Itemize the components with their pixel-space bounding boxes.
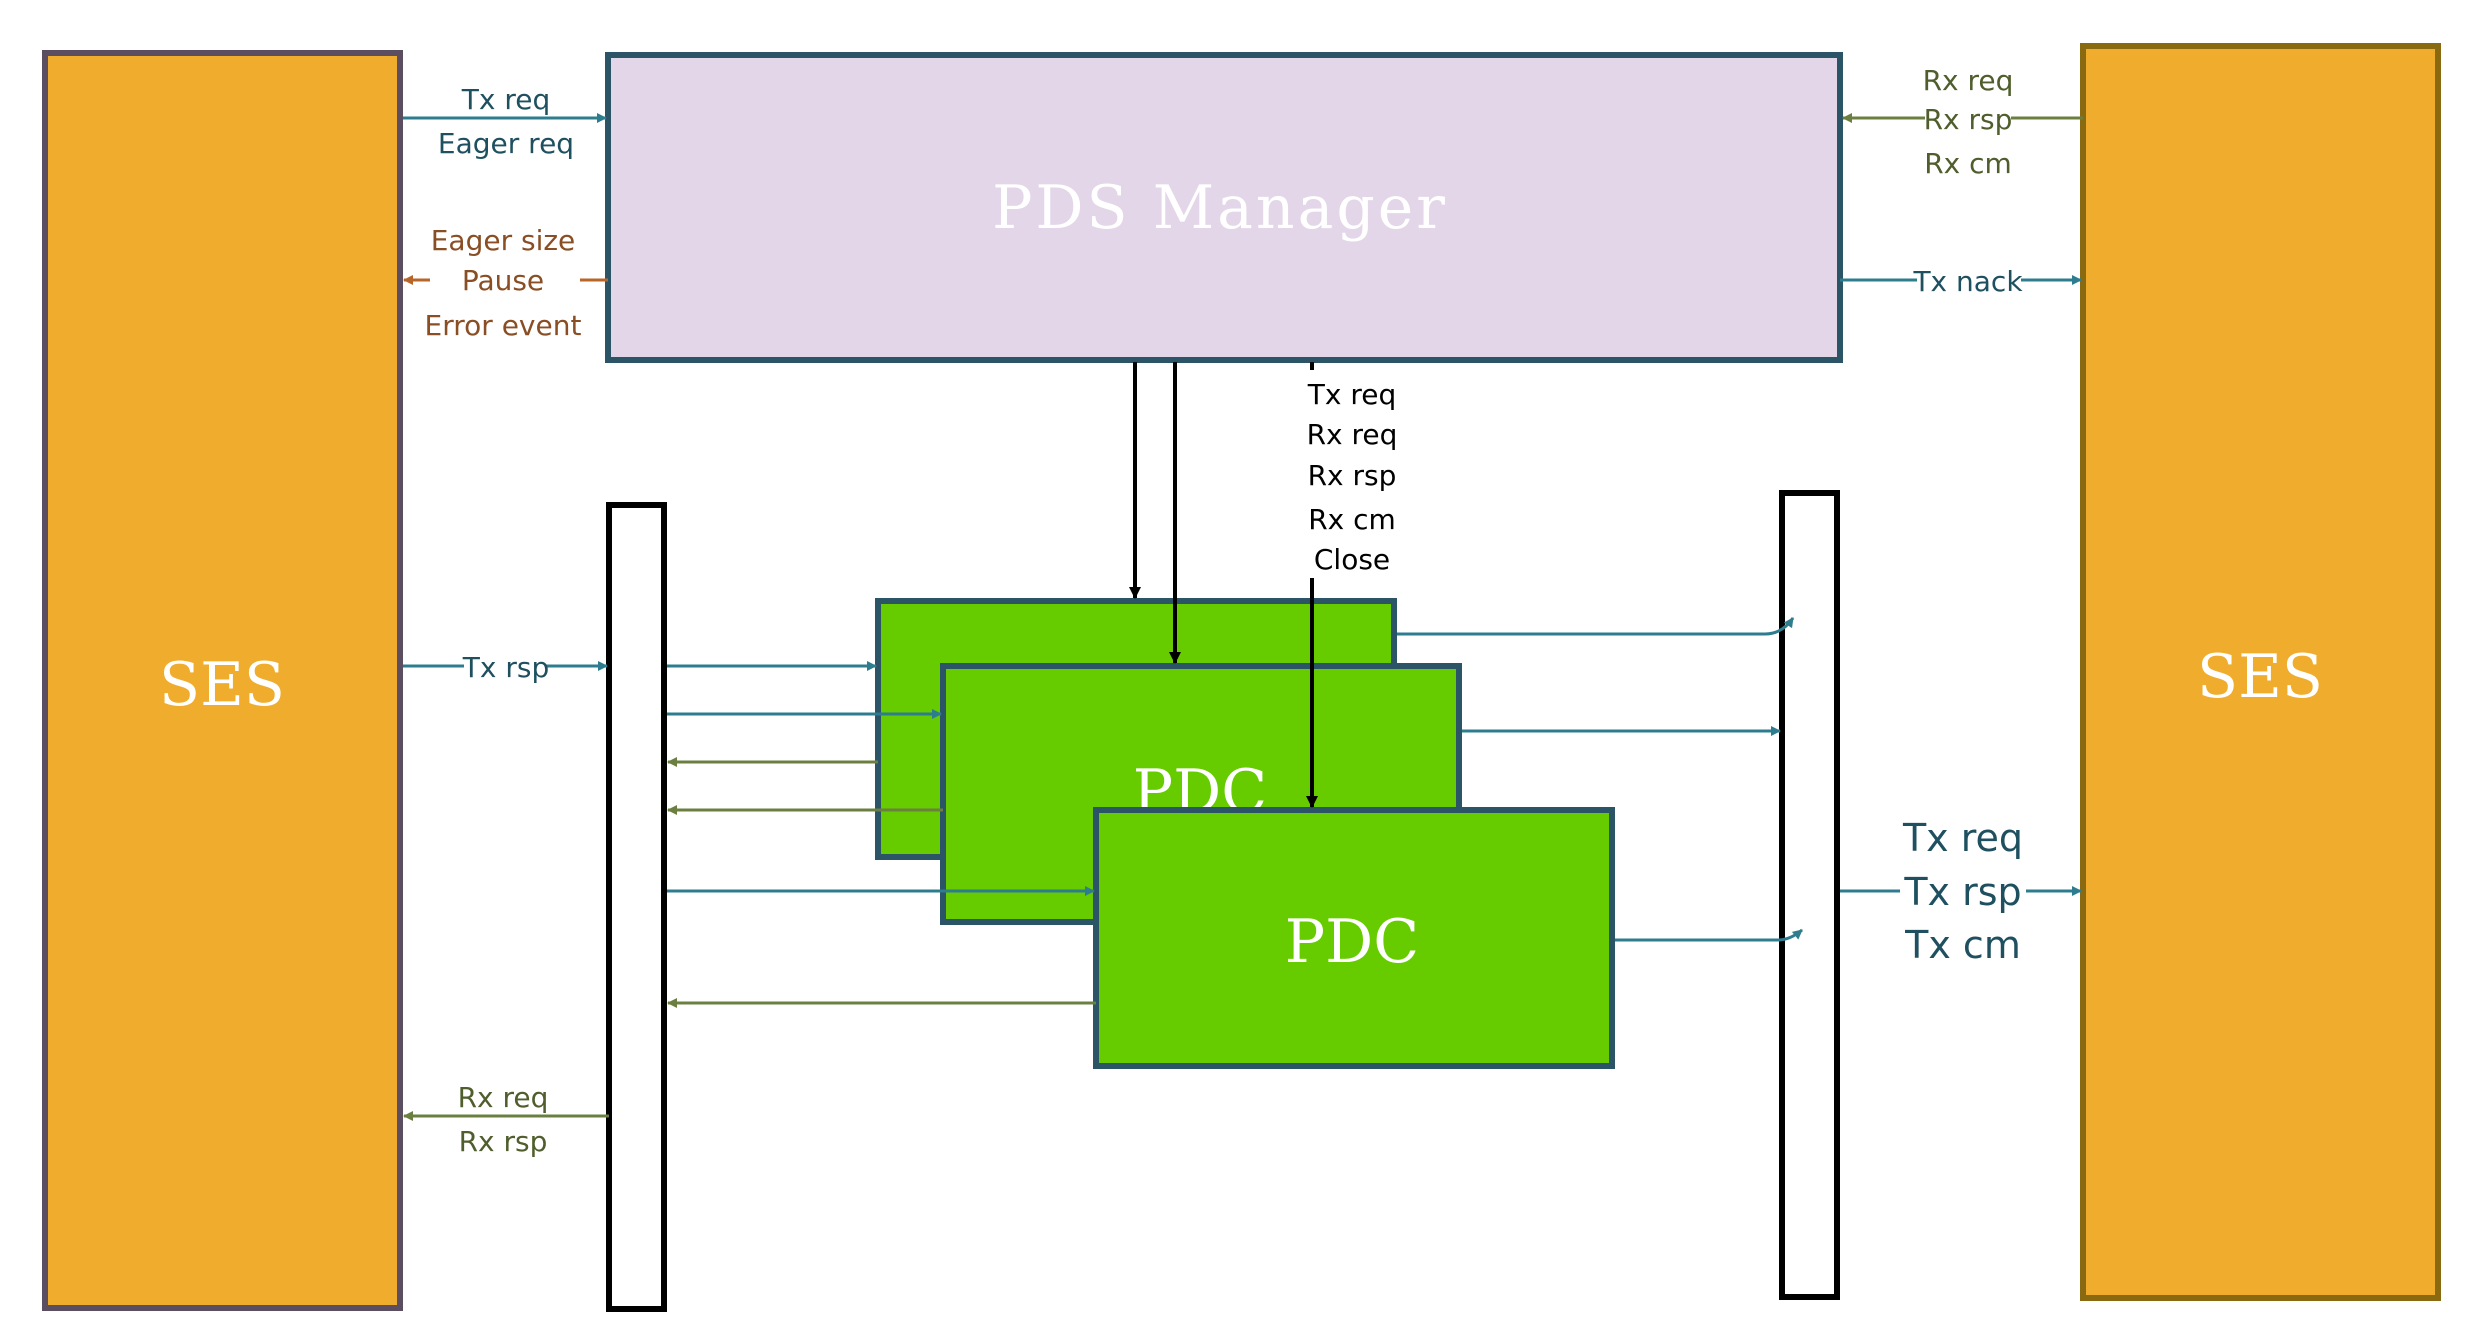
label-left-error-event: Error event <box>425 309 582 342</box>
ses-left-label: SES <box>159 650 285 720</box>
bus-left <box>606 502 667 1312</box>
label-bg-left-tx-rsp <box>464 650 546 684</box>
pdc-front-box <box>1093 807 1615 1069</box>
label-center-tx-req: Tx req <box>1307 378 1396 411</box>
label-center-rx-rsp: Rx rsp <box>1308 459 1397 492</box>
label-bg-left-status <box>430 228 580 348</box>
label-bg-right-rx-rsp <box>1925 102 2011 134</box>
ses-left-node: SES <box>42 50 403 1311</box>
label-left-rx-rsp: Rx rsp <box>459 1125 548 1158</box>
label-center-close: Close <box>1314 543 1390 576</box>
bus-right <box>1779 490 1840 1300</box>
label-left-rx-req: Rx req <box>458 1081 549 1114</box>
pds-manager-label: PDS Manager <box>992 173 1448 243</box>
label-center-rx-cm: Rx cm <box>1308 503 1396 536</box>
label-right-tx-cm: Tx cm <box>1904 923 2021 967</box>
label-left-tx-req: Tx req <box>461 83 550 116</box>
label-bg-right-tx-nack <box>1917 264 2021 296</box>
label-right-rx-cm: Rx cm <box>1924 147 2012 180</box>
pds-manager-box <box>605 52 1843 363</box>
label-bg-right-tx-rsp <box>1900 870 2026 912</box>
label-left-tx-rsp: Tx rsp <box>462 651 549 684</box>
pds-manager-node: PDS Manager <box>605 52 1843 363</box>
edge-pdc-front-to-bus-right <box>1615 928 1803 942</box>
label-center-rx-req: Rx req <box>1307 418 1398 451</box>
pdc-front-node: PDC <box>1093 807 1615 1069</box>
label-right-tx-nack: Tx nack <box>1912 265 2023 298</box>
ses-right-node: SES <box>2080 43 2441 1301</box>
label-right-rx-rsp: Rx rsp <box>1924 103 2013 136</box>
ses-right-label: SES <box>2197 642 2323 712</box>
label-left-eager-size: Eager size <box>431 224 576 257</box>
pdc-front-label: PDC <box>1285 907 1419 977</box>
label-left-pause: Pause <box>462 264 544 297</box>
ses-right-box <box>2080 43 2441 1301</box>
label-left-eager-req: Eager req <box>438 127 574 160</box>
edge-pdc-back-to-bus-right <box>1397 617 1795 636</box>
ses-left-box <box>42 50 403 1311</box>
label-right-rx-req: Rx req <box>1923 64 2014 97</box>
label-right-tx-req: Tx req <box>1902 816 2023 860</box>
label-right-tx-rsp: Tx rsp <box>1903 870 2021 914</box>
